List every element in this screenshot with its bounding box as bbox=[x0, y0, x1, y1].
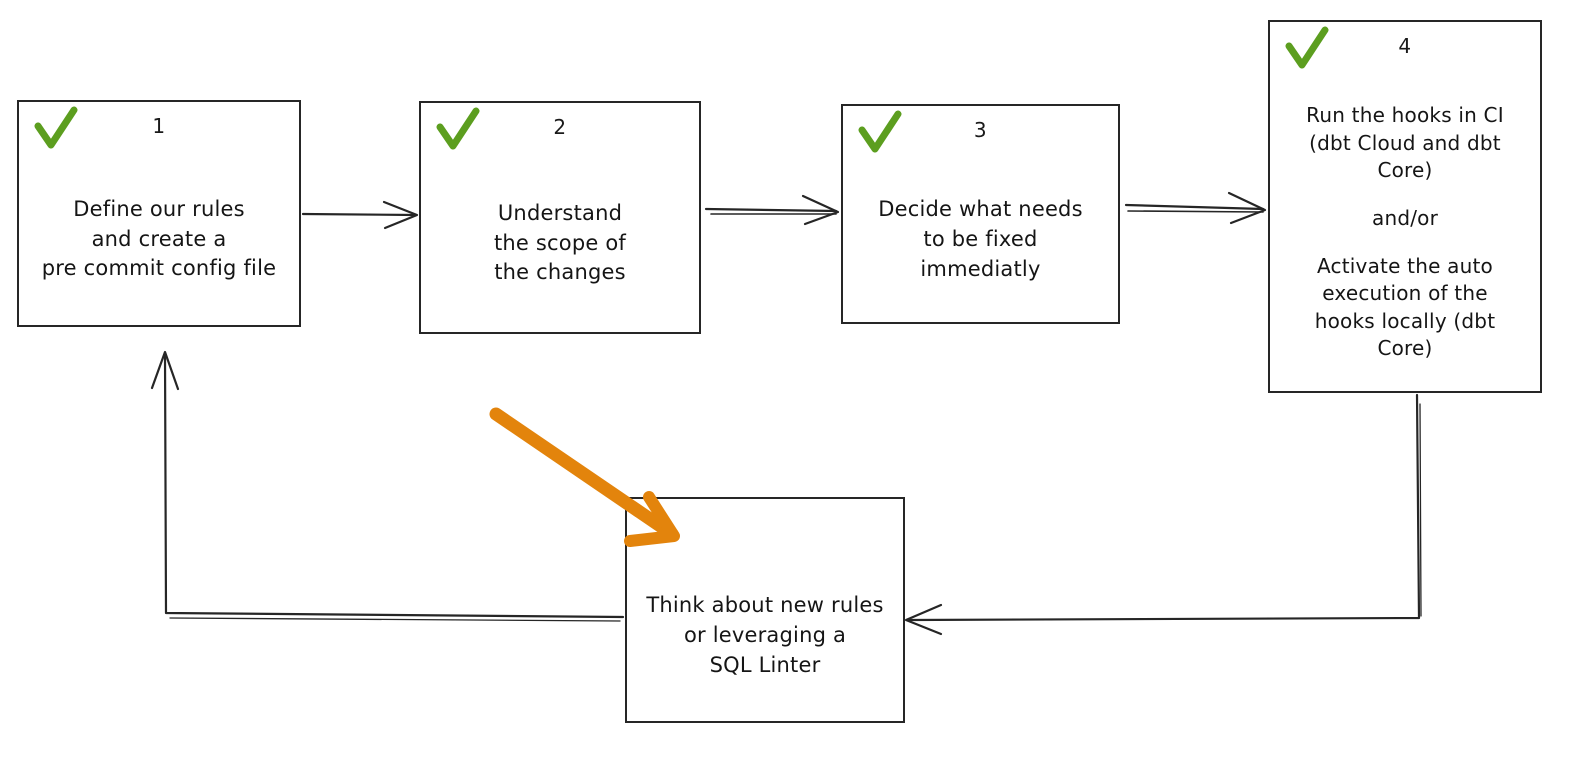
flow-node-step-4[interactable]: 4 Run the hooks in CI (dbt Cloud and dbt… bbox=[1268, 20, 1542, 393]
flow-node-step-3[interactable]: 3 Decide what needs to be fixed immediat… bbox=[841, 104, 1120, 324]
node-header: 2 bbox=[421, 103, 699, 159]
step-number: 2 bbox=[553, 115, 567, 139]
node-text: Think about new rules or leveraging a SQ… bbox=[646, 593, 884, 677]
node-body: Understand the scope of the changes bbox=[421, 159, 699, 332]
node-header bbox=[627, 499, 903, 555]
node-header: 3 bbox=[843, 106, 1118, 162]
check-mark-icon bbox=[436, 107, 480, 150]
node-header: 1 bbox=[19, 102, 299, 158]
edge-node-2-to-node-3 bbox=[704, 194, 840, 226]
node-header: 4 bbox=[1270, 22, 1540, 78]
node-body: Run the hooks in CI (dbt Cloud and dbt C… bbox=[1270, 78, 1540, 391]
check-mark-icon bbox=[858, 110, 902, 153]
flow-node-new-rules[interactable]: Think about new rules or leveraging a SQ… bbox=[625, 497, 905, 723]
flow-node-step-2[interactable]: 2 Understand the scope of the changes bbox=[419, 101, 701, 334]
edge-node-1-to-node-2 bbox=[301, 200, 419, 230]
step-number: 4 bbox=[1398, 34, 1412, 58]
check-mark-icon bbox=[1285, 26, 1329, 69]
node-body: Decide what needs to be fixed immediatly bbox=[843, 162, 1118, 322]
check-mark-icon bbox=[34, 106, 78, 149]
edge-node-4-to-node-5 bbox=[904, 393, 1422, 636]
node-text: Define our rules and create a pre commit… bbox=[41, 196, 277, 281]
edge-node-5-to-node-1 bbox=[150, 350, 625, 622]
node-text-ci: Run the hooks in CI (dbt Cloud and dbt C… bbox=[1306, 103, 1504, 183]
node-text-andor: and/or bbox=[1371, 205, 1439, 230]
node-text-local: Activate the auto execution of the hooks… bbox=[1314, 253, 1496, 361]
node-body: Define our rules and create a pre commit… bbox=[19, 158, 299, 325]
step-number: 1 bbox=[152, 114, 166, 138]
node-text: Understand the scope of the changes bbox=[493, 200, 627, 285]
flow-node-step-1[interactable]: 1 Define our rules and create a pre comm… bbox=[17, 100, 301, 327]
node-body: Think about new rules or leveraging a SQ… bbox=[627, 555, 903, 721]
node-text: Decide what needs to be fixed immediatly bbox=[878, 197, 1083, 281]
edge-node-3-to-node-4 bbox=[1124, 191, 1267, 225]
step-number: 3 bbox=[973, 118, 988, 142]
